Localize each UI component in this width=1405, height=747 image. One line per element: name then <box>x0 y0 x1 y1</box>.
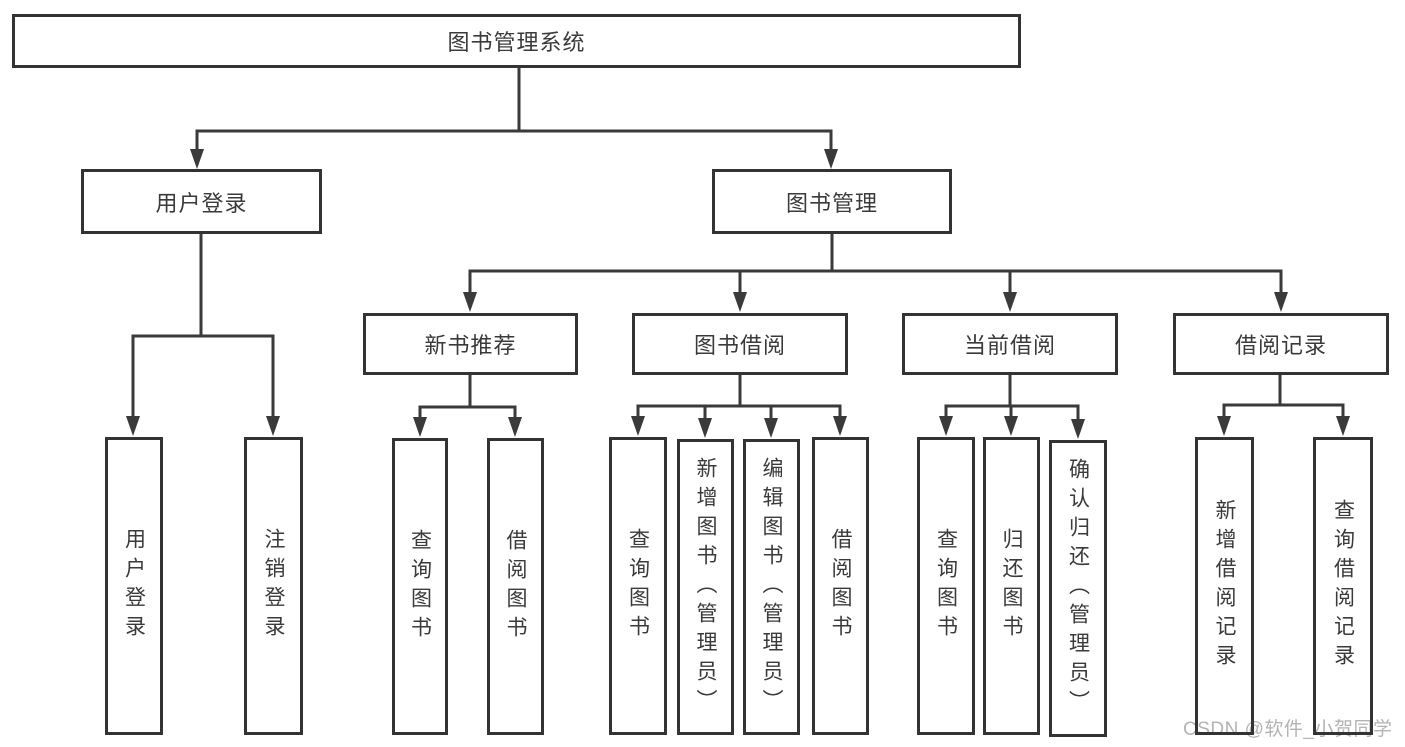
leaf-query-books-current-label: 查询图书 <box>934 528 958 644</box>
leaf-borrow-books-recommend: 借阅图书 <box>487 438 544 735</box>
node-borrow-records: 借阅记录 <box>1173 313 1389 375</box>
node-book-borrow-label: 图书借阅 <box>693 333 786 358</box>
leaf-query-borrow-record-label: 查询借阅记录 <box>1331 499 1355 673</box>
leaf-user-login-label: 用户登录 <box>122 528 146 644</box>
leaf-query-books-recommend: 查询图书 <box>392 438 448 735</box>
leaf-return-books: 归还图书 <box>983 437 1040 735</box>
leaf-return-books-label: 归还图书 <box>1000 528 1024 644</box>
leaf-borrow-books-recommend-label: 借阅图书 <box>504 528 528 645</box>
leaf-borrow-books: 借阅图书 <box>812 437 869 735</box>
leaf-query-borrow-record: 查询借阅记录 <box>1313 437 1373 735</box>
leaf-user-login: 用户登录 <box>105 437 163 735</box>
leaf-edit-book-admin: 编辑图书（管理员） <box>743 439 800 735</box>
node-new-book-recommend: 新书推荐 <box>363 313 578 375</box>
leaf-add-borrow-record: 新增借阅记录 <box>1195 437 1254 735</box>
leaf-add-book-admin: 新增图书（管理员） <box>677 439 734 735</box>
leaf-logout-label: 注销登录 <box>262 528 286 644</box>
leaf-query-books-borrow: 查询图书 <box>609 437 667 735</box>
node-root-label: 图书管理系统 <box>447 30 586 55</box>
leaf-confirm-return-admin-label: 确认归还（管理员） <box>1066 458 1090 719</box>
leaf-edit-book-admin-label: 编辑图书（管理员） <box>760 456 784 718</box>
node-current-borrow: 当前借阅 <box>902 313 1118 375</box>
leaf-borrow-books-label: 借阅图书 <box>829 528 853 644</box>
node-new-book-recommend-label: 新书推荐 <box>424 333 517 358</box>
node-user-login-label: 用户登录 <box>155 190 248 216</box>
node-book-management: 图书管理 <box>712 169 952 234</box>
node-current-borrow-label: 当前借阅 <box>963 333 1056 358</box>
node-user-login: 用户登录 <box>81 169 322 234</box>
node-root: 图书管理系统 <box>12 14 1021 68</box>
watermark: CSDN @软件_小贺同学 <box>1183 719 1393 740</box>
leaf-query-books-recommend-label: 查询图书 <box>408 528 432 645</box>
leaf-logout: 注销登录 <box>244 437 303 735</box>
leaf-add-borrow-record-label: 新增借阅记录 <box>1213 499 1237 673</box>
leaf-add-book-admin-label: 新增图书（管理员） <box>694 456 718 718</box>
node-book-borrow: 图书借阅 <box>632 313 848 375</box>
leaf-query-books-current: 查询图书 <box>917 437 975 735</box>
node-book-management-label: 图书管理 <box>785 190 878 216</box>
node-borrow-records-label: 借阅记录 <box>1234 333 1327 358</box>
leaf-confirm-return-admin: 确认归还（管理员） <box>1049 440 1107 737</box>
leaf-query-books-borrow-label: 查询图书 <box>626 528 650 644</box>
